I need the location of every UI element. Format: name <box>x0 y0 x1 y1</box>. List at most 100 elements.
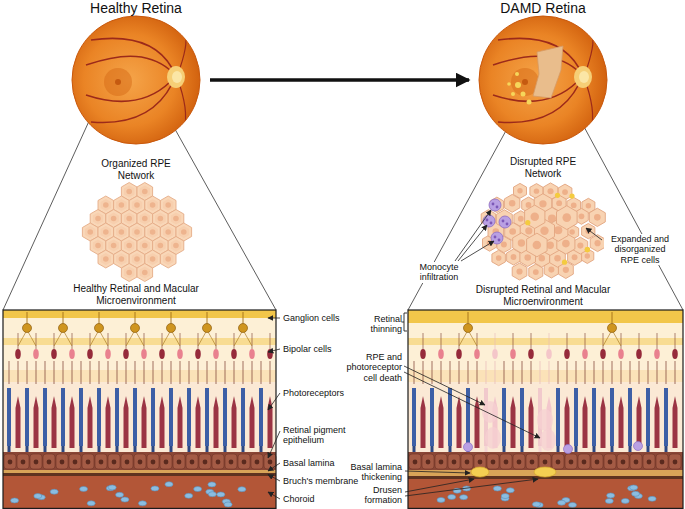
leader-line <box>268 318 280 319</box>
fundus-illustration <box>473 0 613 146</box>
fovea <box>522 79 528 85</box>
neuron-fiber <box>180 361 181 384</box>
bipolar-dendrite <box>72 333 73 349</box>
rod-segment <box>665 446 668 452</box>
blood-cell <box>506 488 514 493</box>
fundus-detail <box>86 20 186 140</box>
section-border <box>408 310 683 508</box>
yellow-deposit <box>585 247 590 252</box>
rpe-nucleus <box>229 460 234 465</box>
rpe-cell <box>82 454 94 469</box>
bipolar-cell <box>618 349 624 359</box>
rpe-nucleus <box>647 460 652 465</box>
neuron-fiber <box>72 361 73 384</box>
rpe-nucleus <box>426 460 431 465</box>
bipolar-cell <box>546 349 552 359</box>
rpe-cell <box>591 454 603 469</box>
rpe-cell <box>56 454 68 469</box>
label-box: Retinal thinning <box>342 314 402 335</box>
rpe-nucleus <box>547 188 553 194</box>
rpe-nucleus <box>452 460 457 465</box>
rpe-nucleus <box>660 460 665 465</box>
optic-disc <box>167 66 185 88</box>
rpe-cell-inner <box>140 266 151 278</box>
blood-cell <box>224 502 232 507</box>
rpe-nucleus <box>73 460 78 465</box>
ganglion-axon <box>171 312 172 325</box>
ganglion-cell <box>23 324 32 333</box>
layer-label: Choroid <box>283 494 365 504</box>
cone-cell <box>511 396 516 448</box>
neuron-fiber <box>585 361 586 384</box>
rpe-cell <box>589 208 605 226</box>
rpe-nucleus <box>103 229 109 235</box>
leader-lines <box>268 210 602 499</box>
rpe-cell <box>527 233 548 257</box>
neuron-fiber <box>126 361 127 384</box>
yellow-deposit <box>525 220 530 225</box>
bipolar-cell <box>456 349 462 359</box>
rpe-nucleus <box>673 460 678 465</box>
bipolar-dendrite <box>567 333 568 349</box>
photoreceptor-layer <box>408 382 683 452</box>
druse <box>527 100 532 105</box>
rod-segment <box>431 446 434 452</box>
cone-cell <box>178 396 183 448</box>
retina-fundus-node: DAMD Retina <box>473 0 613 146</box>
blood-cell <box>448 494 456 499</box>
layer-label: Ganglion cells <box>283 313 365 323</box>
blood-vessel <box>86 82 170 101</box>
monocyte-granule <box>498 239 501 242</box>
leader-line <box>405 471 470 473</box>
rpe-cell-inner <box>124 185 135 197</box>
retina-fundus-node: Healthy Retina <box>66 0 206 146</box>
rpe-nucleus <box>517 460 522 465</box>
rpe-cell <box>409 454 421 469</box>
ganglion-cell <box>203 324 212 333</box>
rpe-cell <box>238 454 250 469</box>
neuron-fiber <box>261 361 262 384</box>
ganglion-axon <box>612 312 613 325</box>
blood-cell <box>87 501 95 506</box>
neuron-fiber <box>153 361 154 384</box>
rpe-cell <box>30 454 42 469</box>
neuron-fiber <box>45 361 46 384</box>
rpe-nucleus <box>47 460 52 465</box>
blood-cell <box>217 492 225 497</box>
rpe-nucleus <box>119 229 125 235</box>
section-border <box>3 310 276 508</box>
bipolar-cell <box>213 349 219 359</box>
rpe-nucleus <box>95 216 101 222</box>
rpe-nucleus <box>509 228 516 235</box>
neuron-fiber <box>504 361 505 384</box>
rpe-nucleus <box>516 268 522 274</box>
druse <box>507 82 511 86</box>
atrophy-patch <box>533 46 563 98</box>
outer-plexiform-layer <box>408 370 683 382</box>
leader-line <box>268 393 280 410</box>
bipolar-cell <box>51 349 57 359</box>
rpe-nucleus <box>608 460 613 465</box>
blood-vessel <box>180 20 186 68</box>
rpe-nucleus <box>634 460 639 465</box>
blood-cell <box>185 493 193 498</box>
fundus-illustration <box>66 0 206 146</box>
rpe-nucleus <box>134 202 140 208</box>
monocyte-granule <box>496 206 499 209</box>
label-box: Expanded and disorganized RPE cells <box>604 234 676 265</box>
rpe-nucleus <box>8 460 13 465</box>
rpe-nucleus <box>242 460 247 465</box>
rpe-cell <box>251 454 263 469</box>
rpe-nucleus <box>103 256 109 262</box>
monocyte-granule <box>490 222 493 225</box>
bipolar-cell <box>69 349 75 359</box>
rpe-nucleus <box>173 216 179 222</box>
rpe-nucleus <box>134 256 140 262</box>
rod-segment <box>485 446 488 452</box>
rpe-nucleus <box>562 189 568 195</box>
rod-cell <box>556 388 560 446</box>
rpe-nucleus <box>60 460 65 465</box>
blood-cell <box>437 497 445 502</box>
cone-cell <box>637 396 642 448</box>
blood-vessel <box>180 86 186 140</box>
